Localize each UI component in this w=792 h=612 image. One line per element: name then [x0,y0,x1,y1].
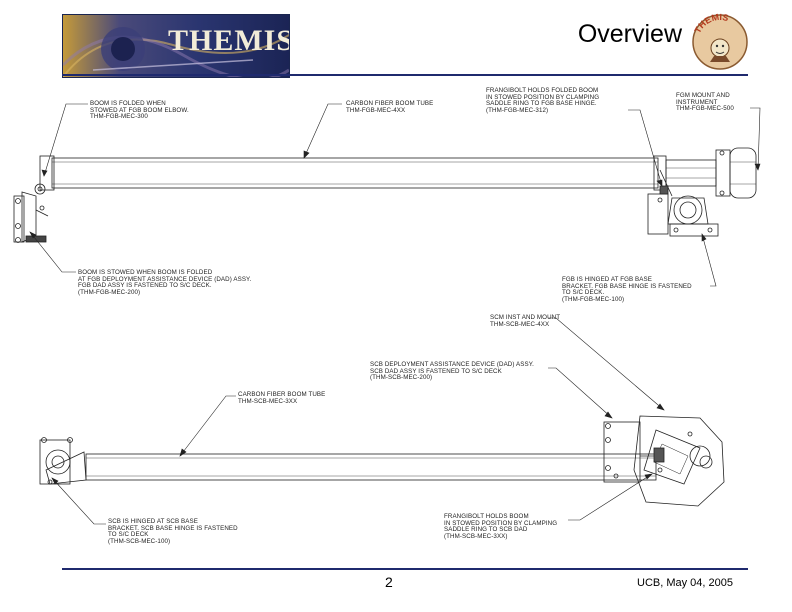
header-rule [62,74,748,76]
callout-scm-mount: SCM INST AND MOUNT THM-SCB-MEC-4XX [490,314,561,328]
callout-scb-dad: SCB DEPLOYMENT ASSISTANCE DEVICE (DAD) A… [370,361,534,382]
logo-text: THEMIS [168,24,290,57]
logo-background [63,15,289,77]
callout-scb-hinge: SCB IS HINGED AT SCB BASE BRACKET. SCB B… [108,518,238,545]
themis-logo: THEMIS [62,14,290,78]
callout-leaders [29,103,761,525]
footer-date: UCB, May 04, 2005 [637,577,733,589]
scb-boom-assembly [39,415,725,507]
fgb-boom-assembly [13,147,757,243]
callout-fgb-elbow: BOOM IS FOLDED WHEN STOWED AT FGB BOOM E… [90,100,189,121]
page-number: 2 [385,574,393,590]
mission-badge-icon: THEMIS [692,12,748,70]
slide-title: Overview [577,20,682,48]
callout-fgb-frangibolt: FRANGIBOLT HOLDS FOLDED BOOM IN STOWED P… [486,87,600,114]
callout-fgb-dad: BOOM IS STOWED WHEN BOOM IS FOLDED AT FG… [78,269,252,296]
callout-fgb-hinge: FGB IS HINGED AT FGB BASE BRACKET. FGB B… [562,276,692,303]
footer-rule [62,568,748,570]
callout-fgb-tube: CARBON FIBER BOOM TUBE THM-FGB-MEC-4XX [346,100,434,114]
callout-fgm-mount: FGM MOUNT AND INSTRUMENT THM-FGB-MEC-500 [676,92,734,113]
callout-scb-frangibolt: FRANGIBOLT HOLDS BOOM IN STOWED POSITION… [444,513,558,540]
callout-scb-tube: CARBON FIBER BOOM TUBE THM-SCB-MEC-3XX [238,391,326,405]
